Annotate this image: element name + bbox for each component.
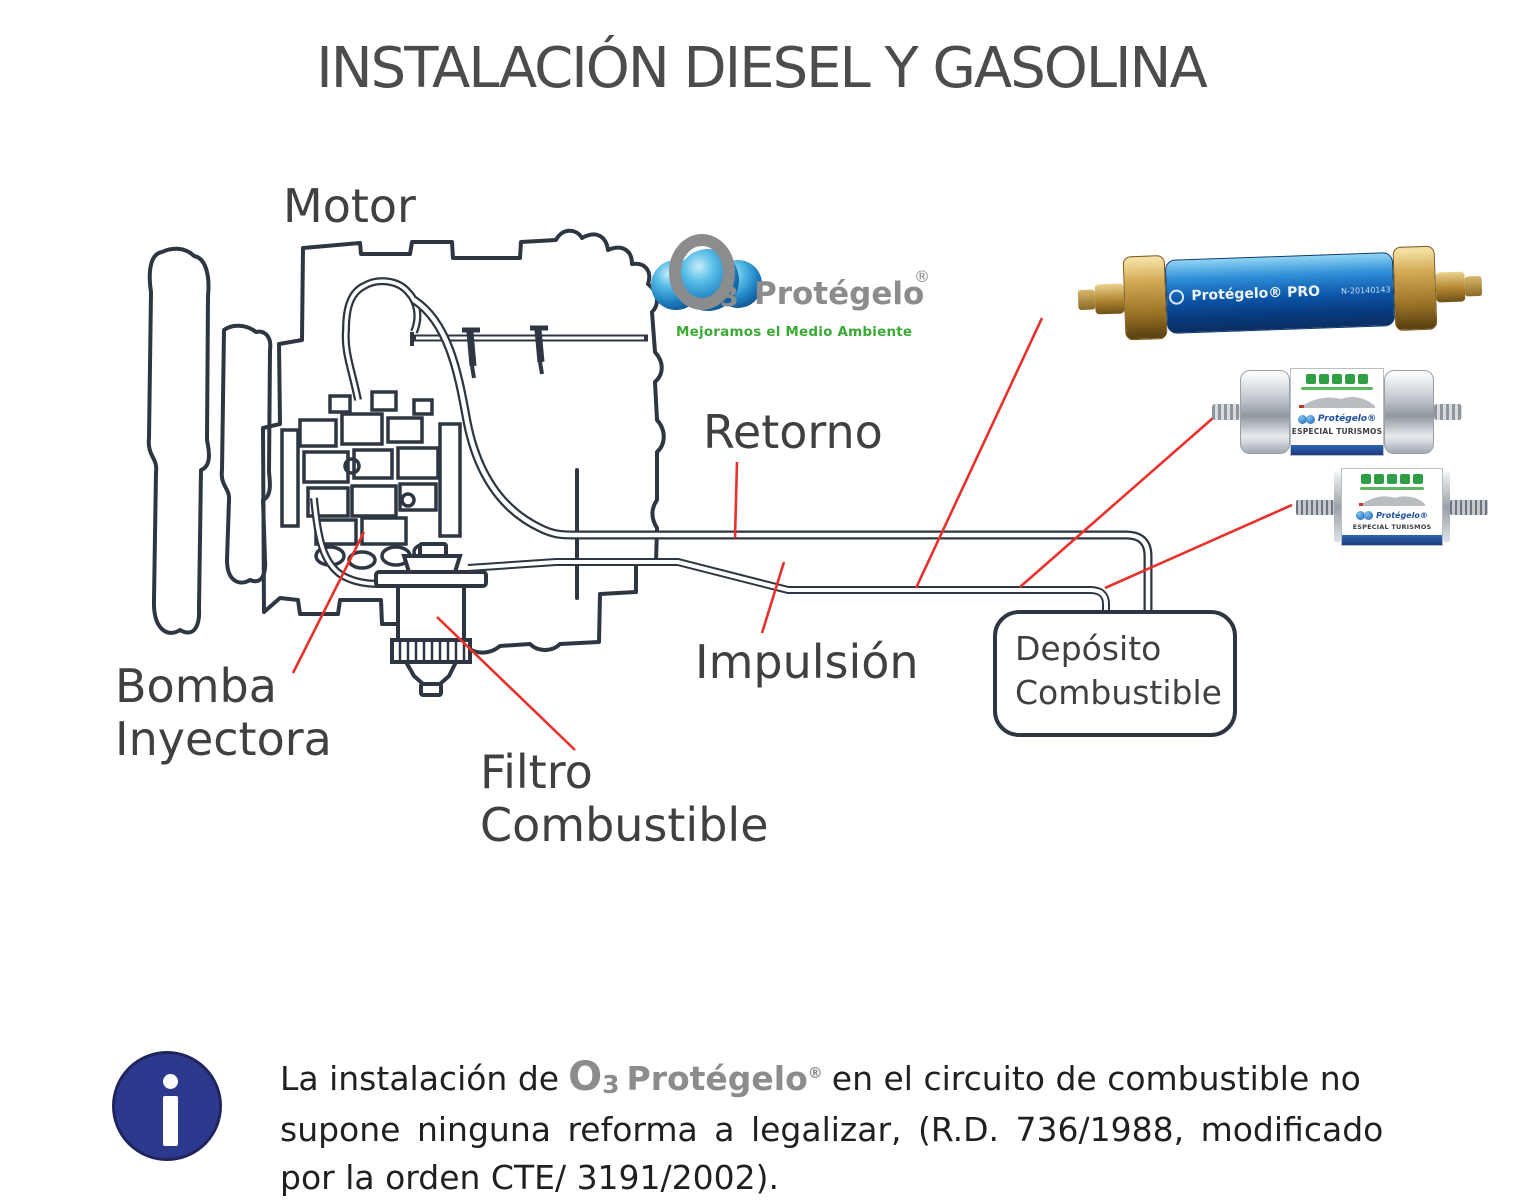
deposito-combustible-box: Depósito Combustible (993, 610, 1237, 737)
pro-left-brass-cap (1122, 255, 1168, 341)
o3-protegelo-logo: 3 Protégelo ® (648, 230, 978, 348)
product-especial-turismos-small: Protégelo® ESPECIAL TURISMOS (1296, 464, 1488, 550)
pro-left-nut (1094, 283, 1125, 315)
small-right-edge (1443, 472, 1450, 542)
fuel-filter (374, 542, 488, 697)
o3-dot-icon (1356, 511, 1366, 520)
medium-label: Protégelo® ESPECIAL TURISMOS (1290, 368, 1384, 456)
product-protegelo-pro: Protégelo® PRO N-20140143 (1076, 236, 1483, 350)
label-impulsion: Impulsión (695, 635, 919, 689)
pro-right-brass-cap (1392, 245, 1438, 331)
medium-left-cap (1240, 370, 1290, 454)
pro-left-fitting (1077, 289, 1096, 311)
footer-line-2: supone ninguna reforma a legalizar, (R.D… (280, 1110, 1384, 1149)
pro-right-nut (1435, 271, 1466, 303)
medium-left-barb (1212, 404, 1240, 420)
leader-lines (291, 317, 1293, 751)
car-silhouette-icon (1359, 496, 1425, 506)
fuel-pipes (310, 277, 1153, 612)
footer-line-3: por la orden CTE/ 3191/2002). (280, 1158, 780, 1197)
logo-tagline: Mejoramos el Medio Ambiente (676, 324, 913, 340)
label-blue-band (1291, 445, 1383, 455)
small-label: Protégelo® ESPECIAL TURISMOS (1341, 468, 1443, 546)
medium-right-barb (1434, 404, 1462, 420)
car-silhouette-icon (1299, 396, 1375, 408)
label-retorno: Retorno (703, 405, 883, 459)
small-left-barb (1296, 499, 1334, 515)
info-icon (112, 1051, 222, 1161)
label-brand-row: Protégelo® (1297, 414, 1376, 424)
label-blue-band (1342, 535, 1442, 545)
small-left-edge (1334, 472, 1341, 542)
o3-dot-icon (1364, 511, 1374, 520)
leader-retorno (733, 461, 739, 539)
green-text-line (1360, 487, 1424, 490)
product-especial-turismos-medium: Protégelo® ESPECIAL TURISMOS (1212, 366, 1470, 458)
injection-pump (280, 390, 462, 570)
medium-right-cap (1384, 370, 1434, 454)
leader-impulsion (760, 561, 786, 634)
fuel-rail (410, 325, 648, 379)
svg-text:Protégelo: Protégelo (754, 276, 924, 312)
pro-body: Protégelo® PRO N-20140143 (1164, 252, 1396, 334)
pro-logo-ring-icon (1169, 288, 1185, 305)
label-brand-row: Protégelo® (1356, 511, 1428, 520)
ozone-molecule-icon: 3 Protégelo ® (651, 234, 930, 313)
label-motor: Motor (283, 179, 416, 233)
page-title: INSTALACIÓN DIESEL Y GASOLINA (316, 36, 1208, 101)
leader-bomba (291, 531, 366, 674)
leader-product-pro (914, 317, 1044, 589)
green-text-line (1301, 387, 1373, 390)
leader-product-medium (1019, 417, 1214, 588)
small-right-barb (1450, 499, 1488, 515)
o3-dot-icon (1297, 414, 1307, 424)
o3-dot-icon (1305, 414, 1315, 424)
eco-certification-icons (1361, 474, 1423, 484)
engine-outline (146, 228, 666, 655)
svg-text:3: 3 (720, 282, 739, 313)
pro-right-fitting (1464, 275, 1483, 297)
eco-certification-icons (1306, 374, 1368, 384)
leader-product-small (1104, 503, 1293, 590)
leader-filtro (436, 616, 576, 751)
svg-text:®: ® (914, 267, 930, 286)
